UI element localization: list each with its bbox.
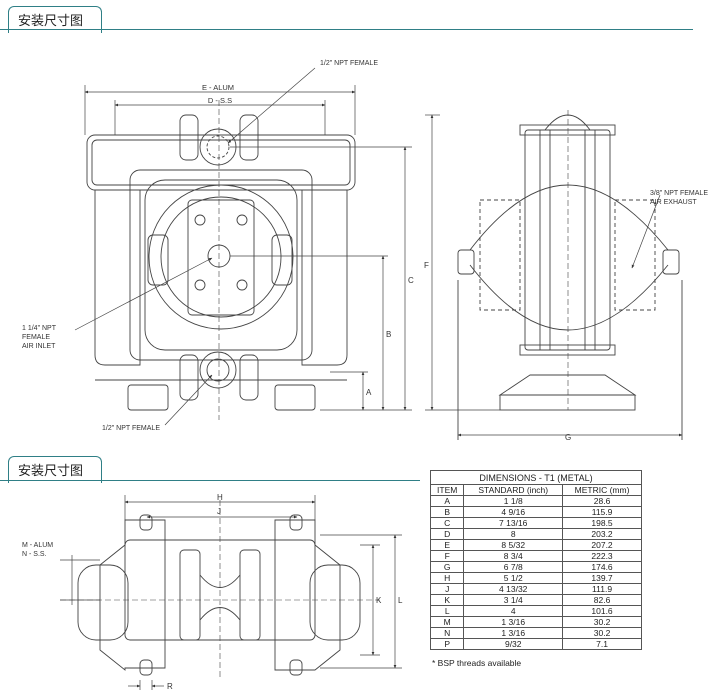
label-f: F: [424, 261, 429, 270]
section-title-bottom: 安装尺寸图: [18, 464, 84, 479]
table-cell: B: [429, 506, 465, 518]
section-title-top: 安装尺寸图: [18, 14, 84, 29]
table-cell: H: [429, 572, 465, 584]
side-view: [457, 110, 683, 440]
table-cell: 8 5/32: [463, 539, 564, 551]
table-cell: 6 7/8: [463, 561, 564, 573]
table-cell: 8 3/4: [463, 550, 564, 562]
table-cell: M: [429, 616, 465, 628]
table-cell: 1 3/16: [463, 616, 564, 628]
label-n: N - S.S.: [22, 551, 47, 558]
callout-air-inlet-1: 1 1/4" NPT: [22, 325, 57, 332]
callout-top-port: 1/2" NPT FEMALE: [320, 60, 378, 67]
callout-exhaust-2: AIR EXHAUST: [650, 199, 697, 206]
table-cell: K: [429, 594, 465, 606]
table-cell: A: [429, 495, 465, 507]
table-cell: 5 1/2: [463, 572, 564, 584]
table-cell: 174.6: [562, 561, 642, 573]
table-cell: 30.2: [562, 627, 642, 639]
table-cell: P: [429, 638, 465, 650]
label-r: R: [167, 682, 173, 691]
table-cell: F: [429, 550, 465, 562]
table-cell: E: [429, 539, 465, 551]
table-cell: 203.2: [562, 528, 642, 540]
table-cell: 111.9: [562, 583, 642, 595]
label-a: A: [366, 388, 372, 397]
label-j: J: [217, 507, 221, 516]
label-l: L: [398, 596, 403, 605]
table-cell: 7 13/16: [463, 517, 564, 529]
table-cell: 101.6: [562, 605, 642, 617]
front-view: [86, 100, 356, 420]
callout-air-inlet-2: FEMALE: [22, 334, 50, 341]
table-cell: 4 13/32: [463, 583, 564, 595]
table-cell: 207.2: [562, 539, 642, 551]
table-cell: 4 9/16: [463, 506, 564, 518]
callout-exhaust-1: 3/8" NPT FEMALE: [650, 190, 708, 197]
table-cell: L: [429, 605, 465, 617]
label-m: M - ALUM: [22, 542, 53, 549]
table-footnote: * BSP threads available: [432, 658, 522, 668]
label-k: K: [376, 596, 382, 605]
table-cell: 139.7: [562, 572, 642, 584]
table-header-metric: METRIC (mm): [562, 484, 642, 496]
table-cell: G: [429, 561, 465, 573]
callout-bottom-port: 1/2" NPT FEMALE: [102, 425, 160, 432]
label-g: G: [565, 433, 571, 442]
table-cell: 28.6: [562, 495, 642, 507]
label-e: E - ALUM: [202, 83, 234, 92]
section-tab-top: [8, 6, 102, 33]
label-h: H: [217, 493, 223, 502]
table-header-standard: STANDARD (inch): [463, 484, 564, 496]
table-cell: 9/32: [463, 638, 564, 650]
section-divider-top: [0, 29, 693, 30]
base-view: [60, 500, 380, 680]
label-d: D - S.S: [208, 96, 232, 105]
table-cell: C: [429, 517, 465, 529]
section-tab-bottom: [8, 456, 102, 483]
label-b: B: [386, 330, 391, 339]
table-header-item: ITEM: [429, 484, 465, 496]
section-divider-bottom: [0, 480, 420, 481]
table-cell: N: [429, 627, 465, 639]
table-cell: J: [429, 583, 465, 595]
table-cell: 1 3/16: [463, 627, 564, 639]
table-cell: 222.3: [562, 550, 642, 562]
dimensions-table: DIMENSIONS - T1 (METAL) ITEM STANDARD (i…: [429, 470, 642, 650]
table-cell: 7.1: [562, 638, 642, 650]
callout-air-inlet-3: AIR INLET: [22, 343, 56, 350]
label-c: C: [408, 276, 414, 285]
table-cell: 3 1/4: [463, 594, 564, 606]
table-caption: DIMENSIONS - T1 (METAL): [430, 470, 642, 485]
table-cell: 4: [463, 605, 564, 617]
table-cell: D: [429, 528, 465, 540]
table-cell: 115.9: [562, 506, 642, 518]
table-cell: 198.5: [562, 517, 642, 529]
table-cell: 8: [463, 528, 564, 540]
table-cell: 30.2: [562, 616, 642, 628]
table-cell: 82.6: [562, 594, 642, 606]
table-cell: 1 1/8: [463, 495, 564, 507]
